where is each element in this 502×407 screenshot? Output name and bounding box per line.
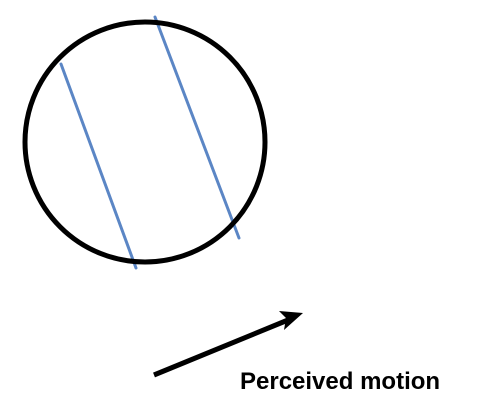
grating-line-left: [59, 62, 138, 270]
grating-line-right: [153, 15, 241, 240]
aperture-circle: [22, 19, 268, 265]
perceived-motion-label: Perceived motion: [240, 368, 441, 395]
motion-arrow-head: [279, 311, 303, 330]
motion-arrow: [153, 317, 289, 378]
